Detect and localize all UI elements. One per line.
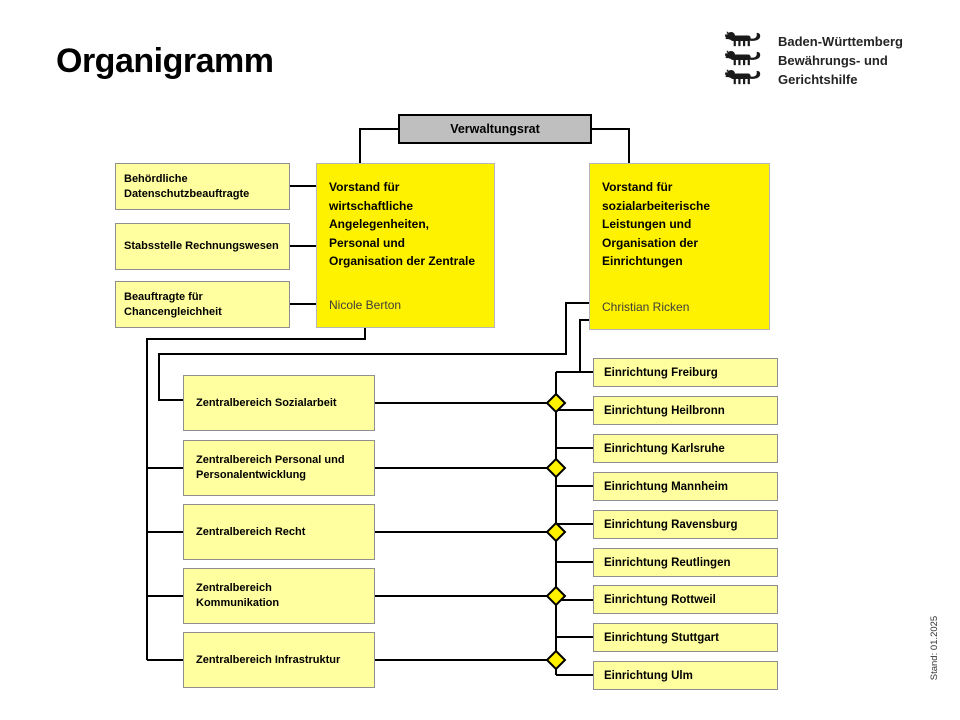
vorstand-name: Nicole Berton bbox=[329, 298, 402, 313]
page-title: Organigramm bbox=[56, 42, 274, 80]
einrichtung-label: Einrichtung Freiburg bbox=[604, 366, 718, 379]
logo-text-line: Baden-Württemberg bbox=[778, 34, 903, 49]
bw-lion-icon bbox=[725, 31, 761, 47]
einrichtung-label: Einrichtung Ravensburg bbox=[604, 518, 738, 531]
einrichtung-label: Einrichtung Karlsruhe bbox=[604, 442, 725, 455]
box-einrichtung-heilbronn: Einrichtung Heilbronn bbox=[593, 396, 778, 425]
box-einrichtung-reutlingen: Einrichtung Reutlingen bbox=[593, 548, 778, 577]
box-einrichtung-mannheim: Einrichtung Mannheim bbox=[593, 472, 778, 501]
box-vorstand-sozial: Vorstand für sozialarbeiterische Leistun… bbox=[589, 163, 770, 330]
vorstand-title: Vorstand für wirtschaftliche Angelegenhe… bbox=[329, 180, 476, 269]
zentralbereich-label: Zentralbereich Personal und Personalentw… bbox=[196, 454, 345, 481]
einrichtung-label: Einrichtung Stuttgart bbox=[604, 631, 719, 644]
stand-date-label: Stand: 01.2025 bbox=[929, 615, 940, 681]
bw-logo: Baden-Württemberg Bewährungs- und Gerich… bbox=[720, 30, 903, 89]
bw-lion-icon bbox=[725, 50, 761, 66]
junction-diamond bbox=[545, 521, 567, 543]
bw-lion-icon bbox=[725, 69, 761, 85]
box-zentralbereich-personal: Zentralbereich Personal und Personalentw… bbox=[183, 440, 375, 496]
box-zentralbereich-kommunikation: Zentralbereich Kommunikation bbox=[183, 568, 375, 624]
bw-lions-column bbox=[720, 30, 766, 89]
box-zentralbereich-recht: Zentralbereich Recht bbox=[183, 504, 375, 560]
junction-diamond bbox=[545, 585, 567, 607]
einrichtung-label: Einrichtung Heilbronn bbox=[604, 404, 725, 417]
junction-diamond bbox=[545, 392, 567, 414]
box-zentralbereich-infrastruktur: Zentralbereich Infrastruktur bbox=[183, 632, 375, 688]
junction-diamond bbox=[545, 649, 567, 671]
verwaltungsrat-label: Verwaltungsrat bbox=[450, 122, 540, 136]
einrichtung-label: Einrichtung Reutlingen bbox=[604, 556, 731, 569]
box-stab-datenschutz: Behördliche Datenschutzbeauftragte bbox=[115, 163, 290, 210]
einrichtung-label: Einrichtung Mannheim bbox=[604, 480, 728, 493]
vorstand-title: Vorstand für sozialarbeiterische Leistun… bbox=[602, 180, 711, 269]
box-verwaltungsrat: Verwaltungsrat bbox=[398, 114, 592, 144]
logo-text: Baden-Württemberg Bewährungs- und Gerich… bbox=[778, 30, 903, 89]
box-einrichtung-stuttgart: Einrichtung Stuttgart bbox=[593, 623, 778, 652]
box-einrichtung-ravensburg: Einrichtung Ravensburg bbox=[593, 510, 778, 539]
logo-text-line: Bewährungs- und bbox=[778, 53, 888, 68]
stab-label: Stabsstelle Rechnungswesen bbox=[124, 240, 279, 253]
box-stab-chancengleichheit: Beauftragte für Chancengleichheit bbox=[115, 281, 290, 328]
box-stab-rechnungswesen: Stabsstelle Rechnungswesen bbox=[115, 223, 290, 270]
einrichtung-label: Einrichtung Ulm bbox=[604, 669, 693, 682]
stab-label: Beauftragte für Chancengleichheit bbox=[124, 291, 222, 318]
stab-label: Behördliche Datenschutzbeauftragte bbox=[124, 173, 250, 200]
logo-text-line: Gerichtshilfe bbox=[778, 72, 858, 87]
zentralbereich-label: Zentralbereich Kommunikation bbox=[196, 582, 280, 609]
box-einrichtung-rottweil: Einrichtung Rottweil bbox=[593, 585, 778, 614]
zentralbereich-label: Zentralbereich Recht bbox=[196, 525, 306, 538]
box-zentralbereich-sozialarbeit: Zentralbereich Sozialarbeit bbox=[183, 375, 375, 431]
vorstand-name: Christian Ricken bbox=[602, 300, 690, 315]
box-einrichtung-ulm: Einrichtung Ulm bbox=[593, 661, 778, 690]
zentralbereich-label: Zentralbereich Infrastruktur bbox=[196, 653, 341, 666]
junction-diamond bbox=[545, 457, 567, 479]
box-einrichtung-freiburg: Einrichtung Freiburg bbox=[593, 358, 778, 387]
box-einrichtung-karlsruhe: Einrichtung Karlsruhe bbox=[593, 434, 778, 463]
einrichtung-label: Einrichtung Rottweil bbox=[604, 593, 716, 606]
box-vorstand-wirtschaft: Vorstand für wirtschaftliche Angelegenhe… bbox=[316, 163, 495, 328]
zentralbereich-label: Zentralbereich Sozialarbeit bbox=[196, 396, 337, 409]
